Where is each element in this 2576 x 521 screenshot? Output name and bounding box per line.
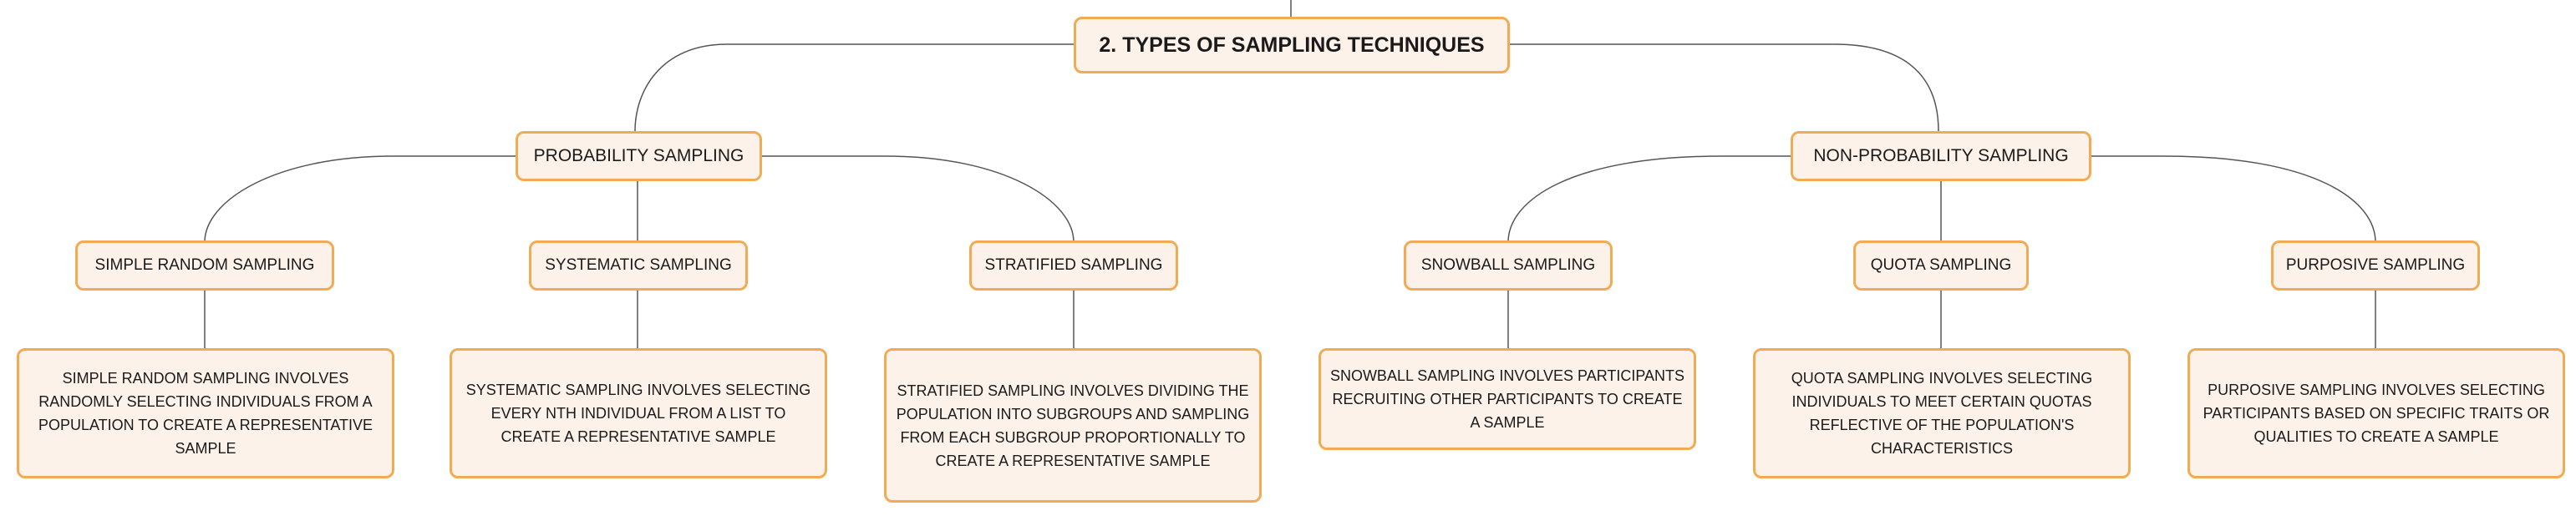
quota-sampling-description[interactable]: QUOTA SAMPLING INVOLVES SELECTING INDIVI… — [1753, 348, 2131, 478]
stratified-sampling-description-text: STRATIFIED SAMPLING INVOLVES DIVIDING TH… — [896, 382, 1250, 469]
connector-probability-simple — [204, 155, 518, 243]
systematic-sampling-description-text: SYSTEMATIC SAMPLING INVOLVES SELECTING E… — [465, 382, 811, 445]
simple-random-sampling-description-text: SIMPLE RANDOM SAMPLING INVOLVES RANDOMLY… — [38, 370, 373, 457]
quota-sampling-node[interactable]: QUOTA SAMPLING — [1853, 240, 2029, 291]
probability-sampling-node[interactable]: PROBABILITY SAMPLING — [516, 131, 762, 181]
purposive-sampling-label: PURPOSIVE SAMPLING — [2285, 256, 2466, 274]
connector-root-probability — [634, 43, 1075, 132]
snowball-sampling-description-text: SNOWBALL SAMPLING INVOLVES PARTICIPANTS … — [1329, 367, 1685, 431]
quota-sampling-label: QUOTA SAMPLING — [1870, 256, 2012, 274]
root-label: 2. TYPES OF SAMPLING TECHNIQUES — [1099, 33, 1485, 57]
snowball-sampling-label: SNOWBALL SAMPLING — [1420, 256, 1596, 274]
probability-sampling-label: PROBABILITY SAMPLING — [533, 146, 744, 165]
non-probability-sampling-label: NON-PROBABILITY SAMPLING — [1813, 146, 2069, 165]
stratified-sampling-node[interactable]: STRATIFIED SAMPLING — [969, 240, 1178, 291]
simple-random-sampling-node[interactable]: SIMPLE RANDOM SAMPLING — [75, 240, 334, 291]
stratified-sampling-label: STRATIFIED SAMPLING — [984, 256, 1163, 274]
root-node[interactable]: 2. TYPES OF SAMPLING TECHNIQUES — [1074, 17, 1510, 73]
connector-root-nonprobability — [1508, 43, 1939, 132]
systematic-sampling-label: SYSTEMATIC SAMPLING — [545, 256, 732, 274]
stratified-sampling-description[interactable]: STRATIFIED SAMPLING INVOLVES DIVIDING TH… — [884, 348, 1262, 503]
purposive-sampling-description-text: PURPOSIVE SAMPLING INVOLVES SELECTING PA… — [2203, 382, 2550, 445]
purposive-sampling-node[interactable]: PURPOSIVE SAMPLING — [2271, 240, 2480, 291]
quota-sampling-description-text: QUOTA SAMPLING INVOLVES SELECTING INDIVI… — [1791, 370, 2093, 457]
connector-nonprobability-purposive — [2091, 155, 2376, 243]
snowball-sampling-node[interactable]: SNOWBALL SAMPLING — [1404, 240, 1613, 291]
snowball-sampling-description[interactable]: SNOWBALL SAMPLING INVOLVES PARTICIPANTS … — [1318, 348, 1696, 450]
purposive-sampling-description[interactable]: PURPOSIVE SAMPLING INVOLVES SELECTING PA… — [2187, 348, 2565, 478]
connector-nonprobability-snowball — [1507, 155, 1791, 243]
systematic-sampling-description[interactable]: SYSTEMATIC SAMPLING INVOLVES SELECTING E… — [450, 348, 827, 478]
systematic-sampling-node[interactable]: SYSTEMATIC SAMPLING — [529, 240, 748, 291]
simple-random-sampling-label: SIMPLE RANDOM SAMPLING — [94, 256, 315, 274]
non-probability-sampling-node[interactable]: NON-PROBABILITY SAMPLING — [1791, 131, 2091, 181]
simple-random-sampling-description[interactable]: SIMPLE RANDOM SAMPLING INVOLVES RANDOMLY… — [17, 348, 394, 478]
connector-probability-stratified — [760, 155, 1075, 243]
